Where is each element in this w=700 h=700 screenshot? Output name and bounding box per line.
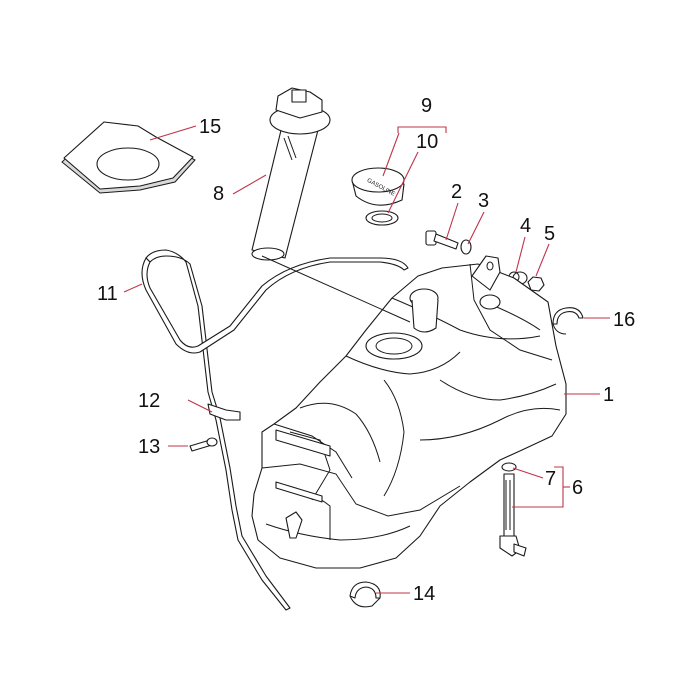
part-8-fuel-pump [251,87,331,261]
label-6: 6 [572,477,583,499]
part-9-seal-ring [365,210,399,226]
part-1-fuel-tank [251,255,567,569]
reference-lines [261,255,411,323]
part-2-bolt [425,230,459,250]
label-9: 9 [421,95,432,117]
label-4: 4 [520,215,531,237]
part-16-clamp [552,307,584,335]
part-12-clip [207,403,241,421]
part-11-hose [141,249,409,611]
label-3: 3 [478,190,489,212]
part-7-seal [501,462,517,472]
part-6-filter-assembly [499,473,527,557]
label-14: 14 [413,583,435,605]
label-15: 15 [199,116,221,138]
part-10-fuel-cap: GASOLINE [351,167,405,206]
part-14-clamp [349,581,381,608]
label-2: 2 [451,181,462,203]
label-16: 16 [613,309,635,331]
label-8: 8 [213,183,224,205]
label-1: 1 [603,384,614,406]
label-12: 12 [138,390,160,412]
part-15-plate [61,121,196,194]
part-5-nut [527,276,545,292]
label-7: 7 [545,468,556,490]
label-11: 11 [97,283,118,305]
part-labels: 1 2 3 4 5 6 7 8 9 10 11 12 13 14 15 16 [97,95,635,605]
label-13: 13 [138,436,160,458]
leader-lines [123,125,610,594]
part-13-screw [189,437,218,452]
label-5: 5 [544,223,555,245]
label-10: 10 [416,131,438,153]
